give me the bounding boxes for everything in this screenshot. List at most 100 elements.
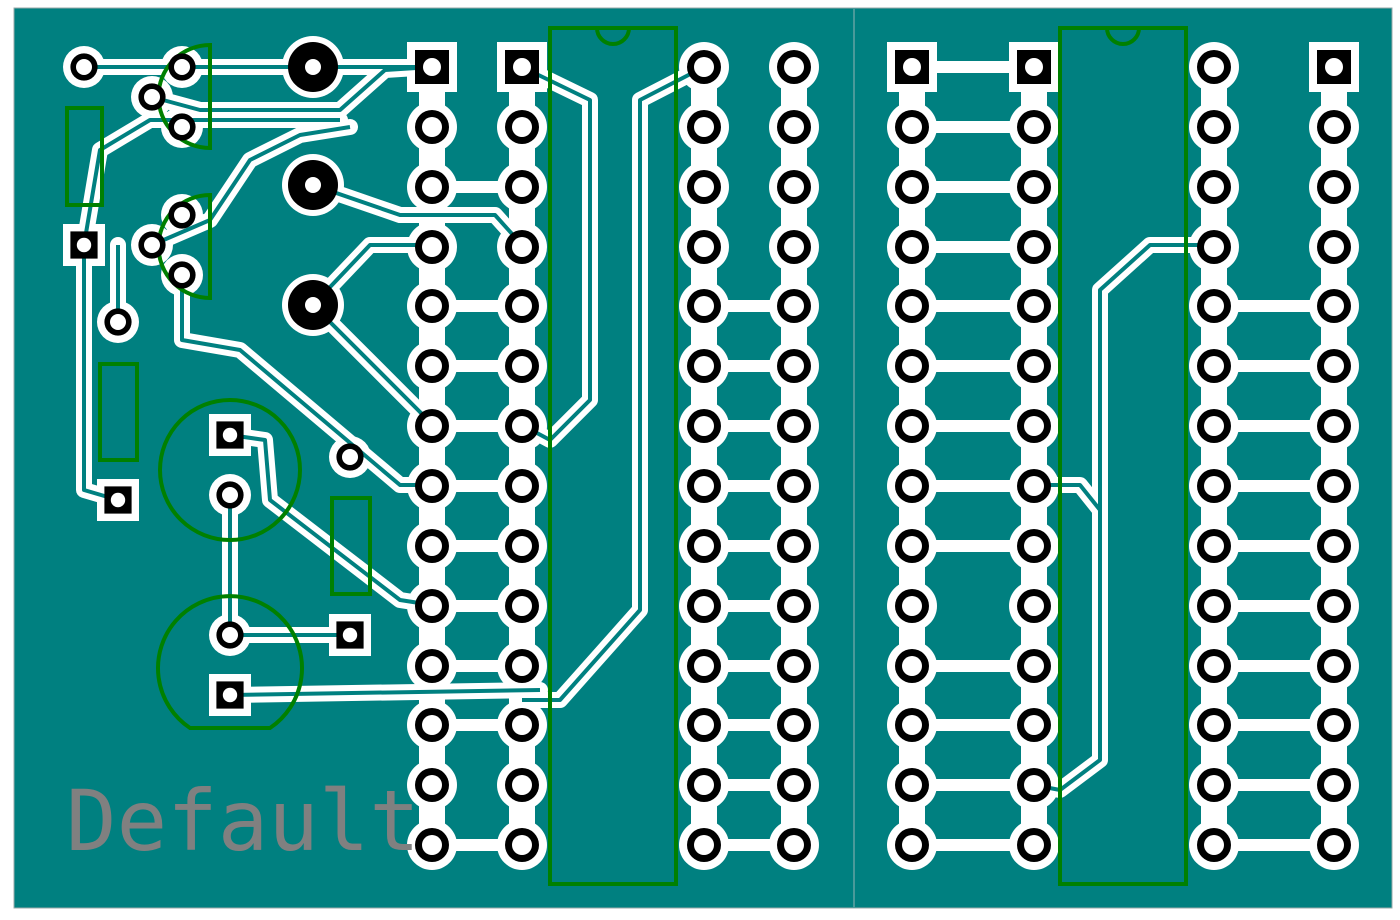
pad-drill-hole xyxy=(422,536,442,556)
pad-drill-hole xyxy=(422,656,442,676)
pad-drill-hole xyxy=(1024,237,1044,257)
pad-drill-hole xyxy=(1024,775,1044,795)
pad-layer xyxy=(70,42,1351,862)
trace-copper xyxy=(82,118,340,246)
pad-drill-hole xyxy=(512,416,532,436)
resistor-outline xyxy=(330,496,372,596)
pad-drill-hole xyxy=(174,267,190,283)
pad-drill-hole xyxy=(422,356,442,376)
pad-drill-hole xyxy=(903,58,921,76)
pad-drill-hole xyxy=(76,237,92,253)
pad-drill-hole xyxy=(512,117,532,137)
pad-drill-hole xyxy=(694,356,714,376)
trace-copper xyxy=(522,65,705,702)
pad-drill-hole xyxy=(512,835,532,855)
pad-drill-hole xyxy=(1024,356,1044,376)
pad-drill-hole xyxy=(512,237,532,257)
pad-drill-hole xyxy=(902,296,922,316)
trace-copper xyxy=(180,275,432,487)
pad-drill-hole xyxy=(174,207,190,223)
pad-drill-hole xyxy=(1204,57,1224,77)
pad-drill-hole xyxy=(902,715,922,735)
pad-drill-hole xyxy=(784,356,804,376)
ic-outline xyxy=(1058,26,1188,886)
pad-drill-hole xyxy=(694,835,714,855)
pad-drill-hole xyxy=(422,596,442,616)
mount-hole-drill xyxy=(305,297,321,313)
mount-hole-drill xyxy=(305,177,321,193)
ic-notch xyxy=(595,27,631,46)
pad-drill-hole xyxy=(902,656,922,676)
pad-drill-hole xyxy=(784,416,804,436)
silkscreen-layer xyxy=(65,26,1188,886)
pad-drill-hole xyxy=(694,57,714,77)
pad-drill-hole xyxy=(1324,416,1344,436)
pad-drill-hole xyxy=(422,117,442,137)
pad-drill-hole xyxy=(694,715,714,735)
pad-drill-hole xyxy=(694,596,714,616)
pad-drill-hole xyxy=(1024,177,1044,197)
pad-drill-hole xyxy=(784,656,804,676)
pad-drill-hole xyxy=(694,476,714,496)
pad-drill-hole xyxy=(1024,596,1044,616)
pad-drill-hole xyxy=(694,177,714,197)
board-label: Default xyxy=(66,772,420,870)
pad-drill-hole xyxy=(1024,835,1044,855)
pad-drill-hole xyxy=(784,775,804,795)
pad-drill-hole xyxy=(144,237,160,253)
pad-drill-hole xyxy=(1024,476,1044,496)
trace-copper xyxy=(229,688,541,697)
trace-copper xyxy=(521,65,592,442)
trace-copper xyxy=(311,243,432,307)
capacitor-outline xyxy=(158,398,302,542)
pad-drill-hole xyxy=(1324,596,1344,616)
ic-notch xyxy=(1105,27,1141,46)
pad-drill-hole xyxy=(1204,296,1224,316)
pad-drill-hole xyxy=(902,237,922,257)
pad-drill-hole xyxy=(1324,476,1344,496)
pad-drill-hole xyxy=(902,356,922,376)
pad-drill-hole xyxy=(784,237,804,257)
pad-drill-hole xyxy=(1324,835,1344,855)
capacitor-outline xyxy=(156,594,304,730)
pad-drill-hole xyxy=(694,117,714,137)
pad-drill-hole xyxy=(784,476,804,496)
pad-drill-hole xyxy=(902,117,922,137)
pad-drill-hole xyxy=(512,296,532,316)
pad-drill-hole xyxy=(1204,835,1224,855)
pad-drill-hole xyxy=(1024,296,1044,316)
pad-drill-hole xyxy=(512,656,532,676)
pad-drill-hole xyxy=(694,416,714,436)
pad-drill-hole xyxy=(512,536,532,556)
pad-drill-hole xyxy=(784,715,804,735)
pad-drill-hole xyxy=(1204,117,1224,137)
pad-drill-hole xyxy=(222,427,238,443)
pad-drill-hole xyxy=(902,416,922,436)
pad-drill-hole xyxy=(1204,775,1224,795)
pad-drill-hole xyxy=(1204,476,1224,496)
pad-drill-hole xyxy=(694,536,714,556)
pad-drill-hole xyxy=(174,59,190,75)
resistor-outline xyxy=(65,106,104,207)
pad-drill-hole xyxy=(1324,656,1344,676)
pad-drill-hole xyxy=(1204,715,1224,735)
pad-drill-hole xyxy=(1204,177,1224,197)
pad-drill-hole xyxy=(144,89,160,105)
pad-drill-hole xyxy=(1324,296,1344,316)
pad-drill-hole xyxy=(1204,596,1224,616)
pad-drill-hole xyxy=(1024,416,1044,436)
pad-drill-hole xyxy=(1204,237,1224,257)
pad-drill-hole xyxy=(422,177,442,197)
pad-drill-hole xyxy=(422,237,442,257)
pad-drill-hole xyxy=(784,57,804,77)
pad-drill-hole xyxy=(512,177,532,197)
pad-drill-hole xyxy=(784,835,804,855)
pad-drill-hole xyxy=(422,775,442,795)
pad-drill-hole xyxy=(422,715,442,735)
pad-drill-hole xyxy=(1025,58,1043,76)
pad-drill-hole xyxy=(222,687,238,703)
pad-drill-hole xyxy=(902,476,922,496)
pad-drill-hole xyxy=(902,177,922,197)
pad-drill-hole xyxy=(342,627,358,643)
